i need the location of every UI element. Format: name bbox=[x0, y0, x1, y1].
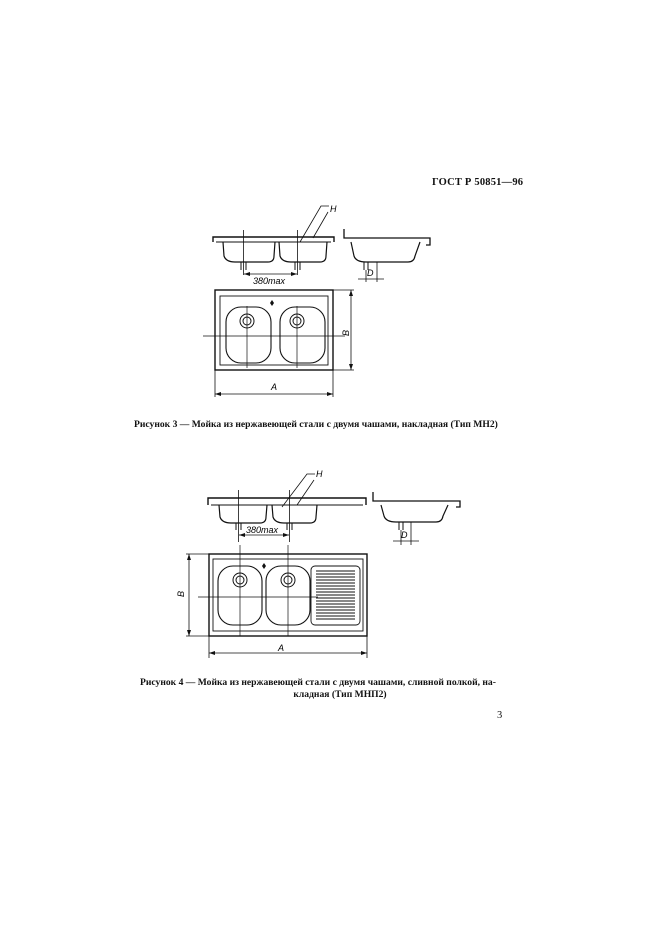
figure-3-drawing: 380max H D bbox=[203, 204, 431, 397]
fig3-label-a: A bbox=[270, 382, 277, 392]
fig4-label-b: B bbox=[176, 591, 186, 597]
standard-header: ГОСТ Р 50851—96 bbox=[432, 177, 524, 188]
fig3-plan-view: B A bbox=[203, 289, 354, 397]
fig4-plan-view: B A bbox=[176, 545, 368, 658]
figure-4-caption-line2: кладная (Тип МНП2) bbox=[293, 689, 387, 700]
page-number: 3 bbox=[497, 710, 503, 721]
fig4-label-a: A bbox=[277, 643, 284, 653]
figure-3-caption: Рисунок 3 — Мойка из нержавеющей стали с… bbox=[134, 419, 498, 430]
fig4-label-d: D bbox=[401, 530, 408, 540]
fig4-label-h: H bbox=[316, 469, 323, 479]
fig3-label-h: H bbox=[330, 204, 337, 214]
figure-4-caption-line1: Рисунок 4 — Мойка из нержавеющей стали с… bbox=[140, 677, 496, 688]
fig3-front-view: 380max H bbox=[212, 204, 337, 286]
fig4-dim-380max: 380max bbox=[246, 525, 279, 535]
fig4-side-view: D bbox=[372, 492, 461, 545]
drainboard-ribs bbox=[316, 570, 355, 620]
fig3-label-d: D bbox=[367, 268, 374, 278]
fig3-side-view: D bbox=[343, 229, 431, 282]
fig4-front-view: 380max H bbox=[207, 469, 367, 542]
fig3-dim-380max: 380max bbox=[253, 276, 286, 286]
figure-4-caption: Рисунок 4 — Мойка из нержавеющей стали с… bbox=[140, 677, 540, 701]
fig3-label-b: B bbox=[341, 330, 351, 336]
figure-4-drawing: 380max H D bbox=[176, 469, 461, 658]
